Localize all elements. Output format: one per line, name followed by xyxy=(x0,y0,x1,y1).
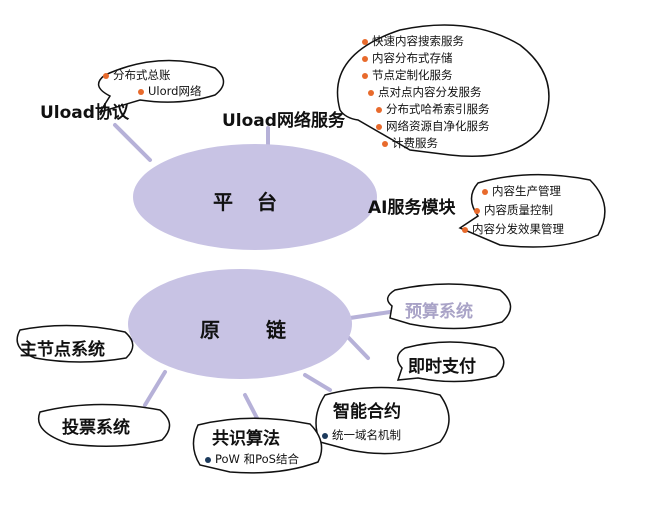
bubble-payment xyxy=(396,341,505,383)
bubble-master xyxy=(16,324,134,363)
network-item: 网络资源自净化服务 xyxy=(376,119,490,133)
bubble-voting xyxy=(37,403,171,447)
bullet-icon xyxy=(482,188,488,195)
ai-item: 内容生产管理 xyxy=(482,184,561,198)
master-node-label: 主节点系统 xyxy=(20,340,105,360)
network-item: 内容分布式存储 xyxy=(362,51,453,65)
network-item: 点对点内容分发服务 xyxy=(368,85,482,99)
voting-system-label: 投票系统 xyxy=(62,418,130,438)
line-payment xyxy=(343,332,370,360)
bullet-icon xyxy=(376,106,382,113)
network-item: 快速内容搜索服务 xyxy=(362,34,464,48)
bullet-icon xyxy=(382,140,388,147)
bullet-icon xyxy=(368,89,374,96)
protocol-item-network: Ulord网络 xyxy=(138,84,201,98)
speech-bubbles xyxy=(16,24,606,474)
bubble-protocol xyxy=(97,59,225,114)
consensus-item: PoW 和PoS结合 xyxy=(205,452,299,466)
bubble-network xyxy=(336,24,550,158)
ai-module-title: AI服务模块 xyxy=(368,198,456,218)
line-protocol xyxy=(113,123,152,162)
bullet-icon xyxy=(376,123,382,130)
chain-ellipse xyxy=(128,269,352,379)
network-item: 节点定制化服务 xyxy=(362,68,453,82)
protocol-item-ledger: 分布式总账 xyxy=(103,68,171,82)
bullet-icon xyxy=(474,207,480,214)
platform-ellipse xyxy=(133,144,377,250)
smart-contract-title: 智能合约 xyxy=(333,402,401,422)
bullet-icon xyxy=(362,55,368,62)
contract-item: 统一域名机制 xyxy=(322,428,401,442)
bullet-icon xyxy=(362,38,368,45)
bullet-icon xyxy=(322,432,328,439)
bullet-icon xyxy=(205,456,211,463)
line-contract xyxy=(303,373,332,392)
network-item: 计费服务 xyxy=(382,136,438,150)
line-budget xyxy=(348,310,392,320)
ai-item: 内容分发效果管理 xyxy=(462,222,564,236)
bullet-icon xyxy=(138,88,144,95)
bubble-consensus xyxy=(192,417,323,474)
ai-item: 内容质量控制 xyxy=(474,203,553,217)
instant-payment-label: 即时支付 xyxy=(408,357,476,377)
line-voting xyxy=(143,370,167,407)
line-consensus xyxy=(243,393,260,422)
chain-center-label: 原 链 xyxy=(200,318,288,342)
uload-network-title: Uload网络服务 xyxy=(222,111,345,131)
network-item: 分布式哈希索引服务 xyxy=(376,102,490,116)
bubble-budget xyxy=(386,283,512,330)
bullet-icon xyxy=(103,72,109,79)
bullet-icon xyxy=(362,72,368,79)
budget-system-label: 预算系统 xyxy=(405,302,473,322)
bullet-icon xyxy=(462,226,468,233)
uload-protocol-title: Uload协议 xyxy=(40,103,129,123)
platform-center-label: 平 台 xyxy=(213,190,279,214)
consensus-title: 共识算法 xyxy=(212,429,280,449)
